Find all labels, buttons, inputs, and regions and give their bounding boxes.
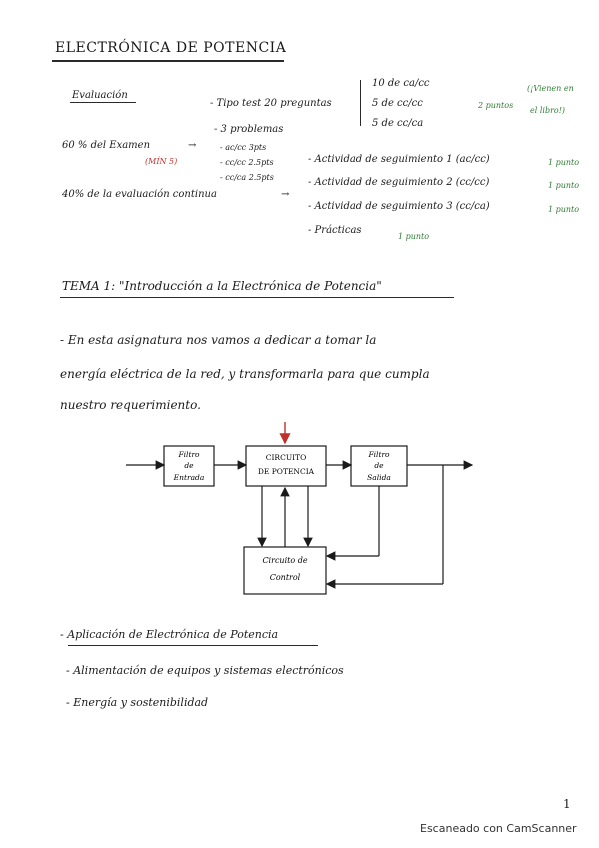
test-breakdown-item: 10 de ca/cc (372, 78, 430, 89)
activity-points: 1 punto (548, 158, 580, 167)
arrow-icon: → (281, 189, 290, 200)
paragraph-line: energía eléctrica de la red, y transform… (60, 367, 430, 381)
points-note: 2 puntos (478, 101, 514, 110)
application-item: - Energía y sostenibilidad (66, 696, 209, 709)
input-filter-label: Entrada (173, 473, 205, 482)
exam-item: - 3 problemas (214, 124, 284, 135)
activity-points: 1 punto (548, 181, 580, 190)
section-underline (60, 297, 454, 298)
activity-item: - Actividad de seguimiento 3 (cc/ca) (308, 201, 490, 212)
evaluation-heading: Evaluación (72, 90, 128, 101)
test-breakdown-item: 5 de cc/ca (372, 118, 424, 129)
exam-item: - Tipo test 20 preguntas (210, 98, 332, 109)
exam-item: - cc/ca 2.5pts (220, 173, 274, 182)
output-filter-label: Salida (367, 473, 391, 482)
activity-item: - Actividad de seguimiento 2 (cc/cc) (308, 177, 490, 188)
power-circuit-label: DE POTENCIA (258, 467, 315, 476)
paragraph-line: nuestro requerimiento. (60, 398, 201, 412)
book-note: el libro!) (530, 106, 566, 115)
test-breakdown-item: 5 de cc/cc (372, 98, 423, 109)
block-diagram: Filtro de Entrada CIRCUITO DE POTENCIA F… (126, 422, 474, 595)
exam-minimum: (MÍN 5) (145, 157, 178, 166)
control-circuit-label: Circuito de (262, 556, 307, 565)
scanner-watermark: Escaneado con CamScanner (420, 822, 577, 835)
section-heading: TEMA 1: "Introducción a la Electrónica d… (62, 279, 382, 293)
exam-item: - ac/cc 3pts (220, 143, 267, 152)
activity-points: 1 punto (398, 232, 430, 241)
bracket (360, 80, 361, 126)
page-title: ELECTRÓNICA DE POTENCIA (55, 40, 287, 56)
power-circuit-label: CIRCUITO (266, 453, 307, 462)
exam-item: - cc/cc 2.5pts (220, 158, 274, 167)
paragraph-line: - En esta asignatura nos vamos a dedicar… (60, 333, 377, 347)
input-filter-label: Filtro (177, 450, 200, 459)
title-underline (52, 60, 284, 62)
input-filter-label: de (184, 461, 194, 470)
applications-heading: - Aplicación de Electrónica de Potencia (60, 628, 279, 641)
exam-weight: 60 % del Examen (62, 140, 151, 151)
input-filter-box (163, 445, 215, 487)
control-circuit-box (243, 546, 327, 595)
application-item: - Alimentación de equipos y sistemas ele… (66, 664, 344, 677)
arrow-icon: → (188, 140, 197, 151)
evaluation-underline (70, 102, 136, 103)
output-filter-label: de (374, 461, 384, 470)
book-note: (¡Vienen en (527, 84, 574, 93)
activity-item: - Prácticas (308, 225, 362, 236)
control-circuit-label: Control (270, 573, 301, 582)
output-filter-label: Filtro (367, 450, 390, 459)
power-circuit-box (245, 445, 327, 487)
applications-underline (68, 645, 318, 646)
continuous-weight: 40% de la evaluación continua (62, 189, 217, 200)
page-number: 1 (563, 797, 571, 811)
activity-points: 1 punto (548, 205, 580, 214)
activity-item: - Actividad de seguimiento 1 (ac/cc) (308, 154, 490, 165)
